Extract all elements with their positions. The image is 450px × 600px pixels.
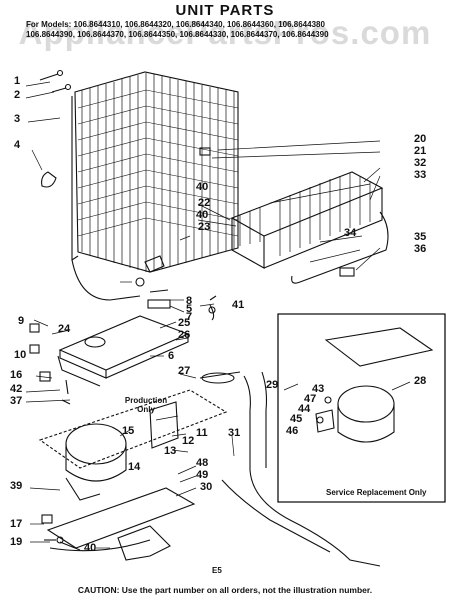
callout-label: 40 xyxy=(196,181,209,193)
production-only-note: Production Only xyxy=(124,396,168,414)
compressor-assembly xyxy=(38,389,228,501)
callout-label: 24 xyxy=(58,323,71,335)
callout-label: 44 xyxy=(298,403,311,415)
callout-label: 42 xyxy=(10,383,23,395)
callout-label: 37 xyxy=(10,395,23,407)
callout-label: 2 xyxy=(14,89,21,101)
callout-label: 15 xyxy=(122,425,135,437)
callout-label: 33 xyxy=(414,169,427,181)
callout-label: 17 xyxy=(10,518,23,530)
callout-label: 13 xyxy=(164,445,177,457)
callout-label: 40 xyxy=(196,209,209,221)
callout-label: 47 xyxy=(304,393,317,405)
callout-label: 10 xyxy=(14,349,27,361)
callout-label: 29 xyxy=(266,379,279,391)
callout-label: 31 xyxy=(228,427,241,439)
callout-label: 40 xyxy=(84,542,97,554)
callout-label: 19 xyxy=(10,536,23,548)
caution-footer: CAUTION: Use the part number on all orde… xyxy=(77,585,373,595)
callout-label: 11 xyxy=(196,427,208,439)
callout-label: 36 xyxy=(414,243,427,255)
callout-label: 9 xyxy=(18,315,25,327)
callout-label: 14 xyxy=(128,461,141,473)
callout-label: 20 xyxy=(414,133,427,145)
callout-label: 26 xyxy=(178,329,191,341)
model-line-2: 106.8644390, 106.8644370, 106.8644350, 1… xyxy=(26,30,329,39)
callout-label: 27 xyxy=(178,365,191,377)
callout-label: 35 xyxy=(414,231,427,243)
callout-label: 1 xyxy=(14,75,21,87)
callout-label: 41 xyxy=(232,299,245,311)
callout-label: 43 xyxy=(312,383,325,395)
small-part-icons xyxy=(29,295,217,544)
callout-label: 16 xyxy=(10,369,23,381)
base-pan xyxy=(46,487,196,561)
model-line-1: For Models: 106.8644310, 106.8644320, 10… xyxy=(26,20,325,29)
callout-label: 22 xyxy=(198,197,211,209)
drain-pan xyxy=(57,315,190,387)
callout-label: 28 xyxy=(414,375,427,387)
defrost-parts xyxy=(135,255,215,321)
corner-mark: E5 xyxy=(212,566,222,575)
callout-label: 4 xyxy=(14,139,21,151)
callout-label: 5 xyxy=(186,303,193,315)
callout-label: 49 xyxy=(196,469,209,481)
page-title: UNIT PARTS xyxy=(175,2,275,19)
condenser-coil xyxy=(199,147,389,284)
callout-label: 7 xyxy=(186,311,193,323)
tubing xyxy=(199,371,381,567)
callout-label: 34 xyxy=(344,227,357,239)
callout-label: 48 xyxy=(196,457,209,469)
evaporator-coil xyxy=(71,71,239,301)
callout-label: 32 xyxy=(414,157,427,169)
service-replacement-box xyxy=(277,313,446,503)
callout-label: 25 xyxy=(178,317,191,329)
callout-leaders xyxy=(25,81,411,549)
callout-label: 21 xyxy=(414,145,427,157)
callout-label: 8 xyxy=(186,295,193,307)
callout-label: 45 xyxy=(290,413,303,425)
model-list: For Models: 106.8644310, 106.8644320, 10… xyxy=(26,20,446,40)
callout-label: 3 xyxy=(14,113,21,125)
callout-label: 12 xyxy=(182,435,195,447)
callout-label: 39 xyxy=(10,480,23,492)
callout-label: 46 xyxy=(286,425,299,437)
mounting-screws xyxy=(39,69,72,188)
callout-label: 23 xyxy=(198,221,211,233)
callout-label: 6 xyxy=(168,350,175,362)
service-replacement-note: Service Replacement Only xyxy=(326,488,427,497)
callout-label: 30 xyxy=(200,481,213,493)
